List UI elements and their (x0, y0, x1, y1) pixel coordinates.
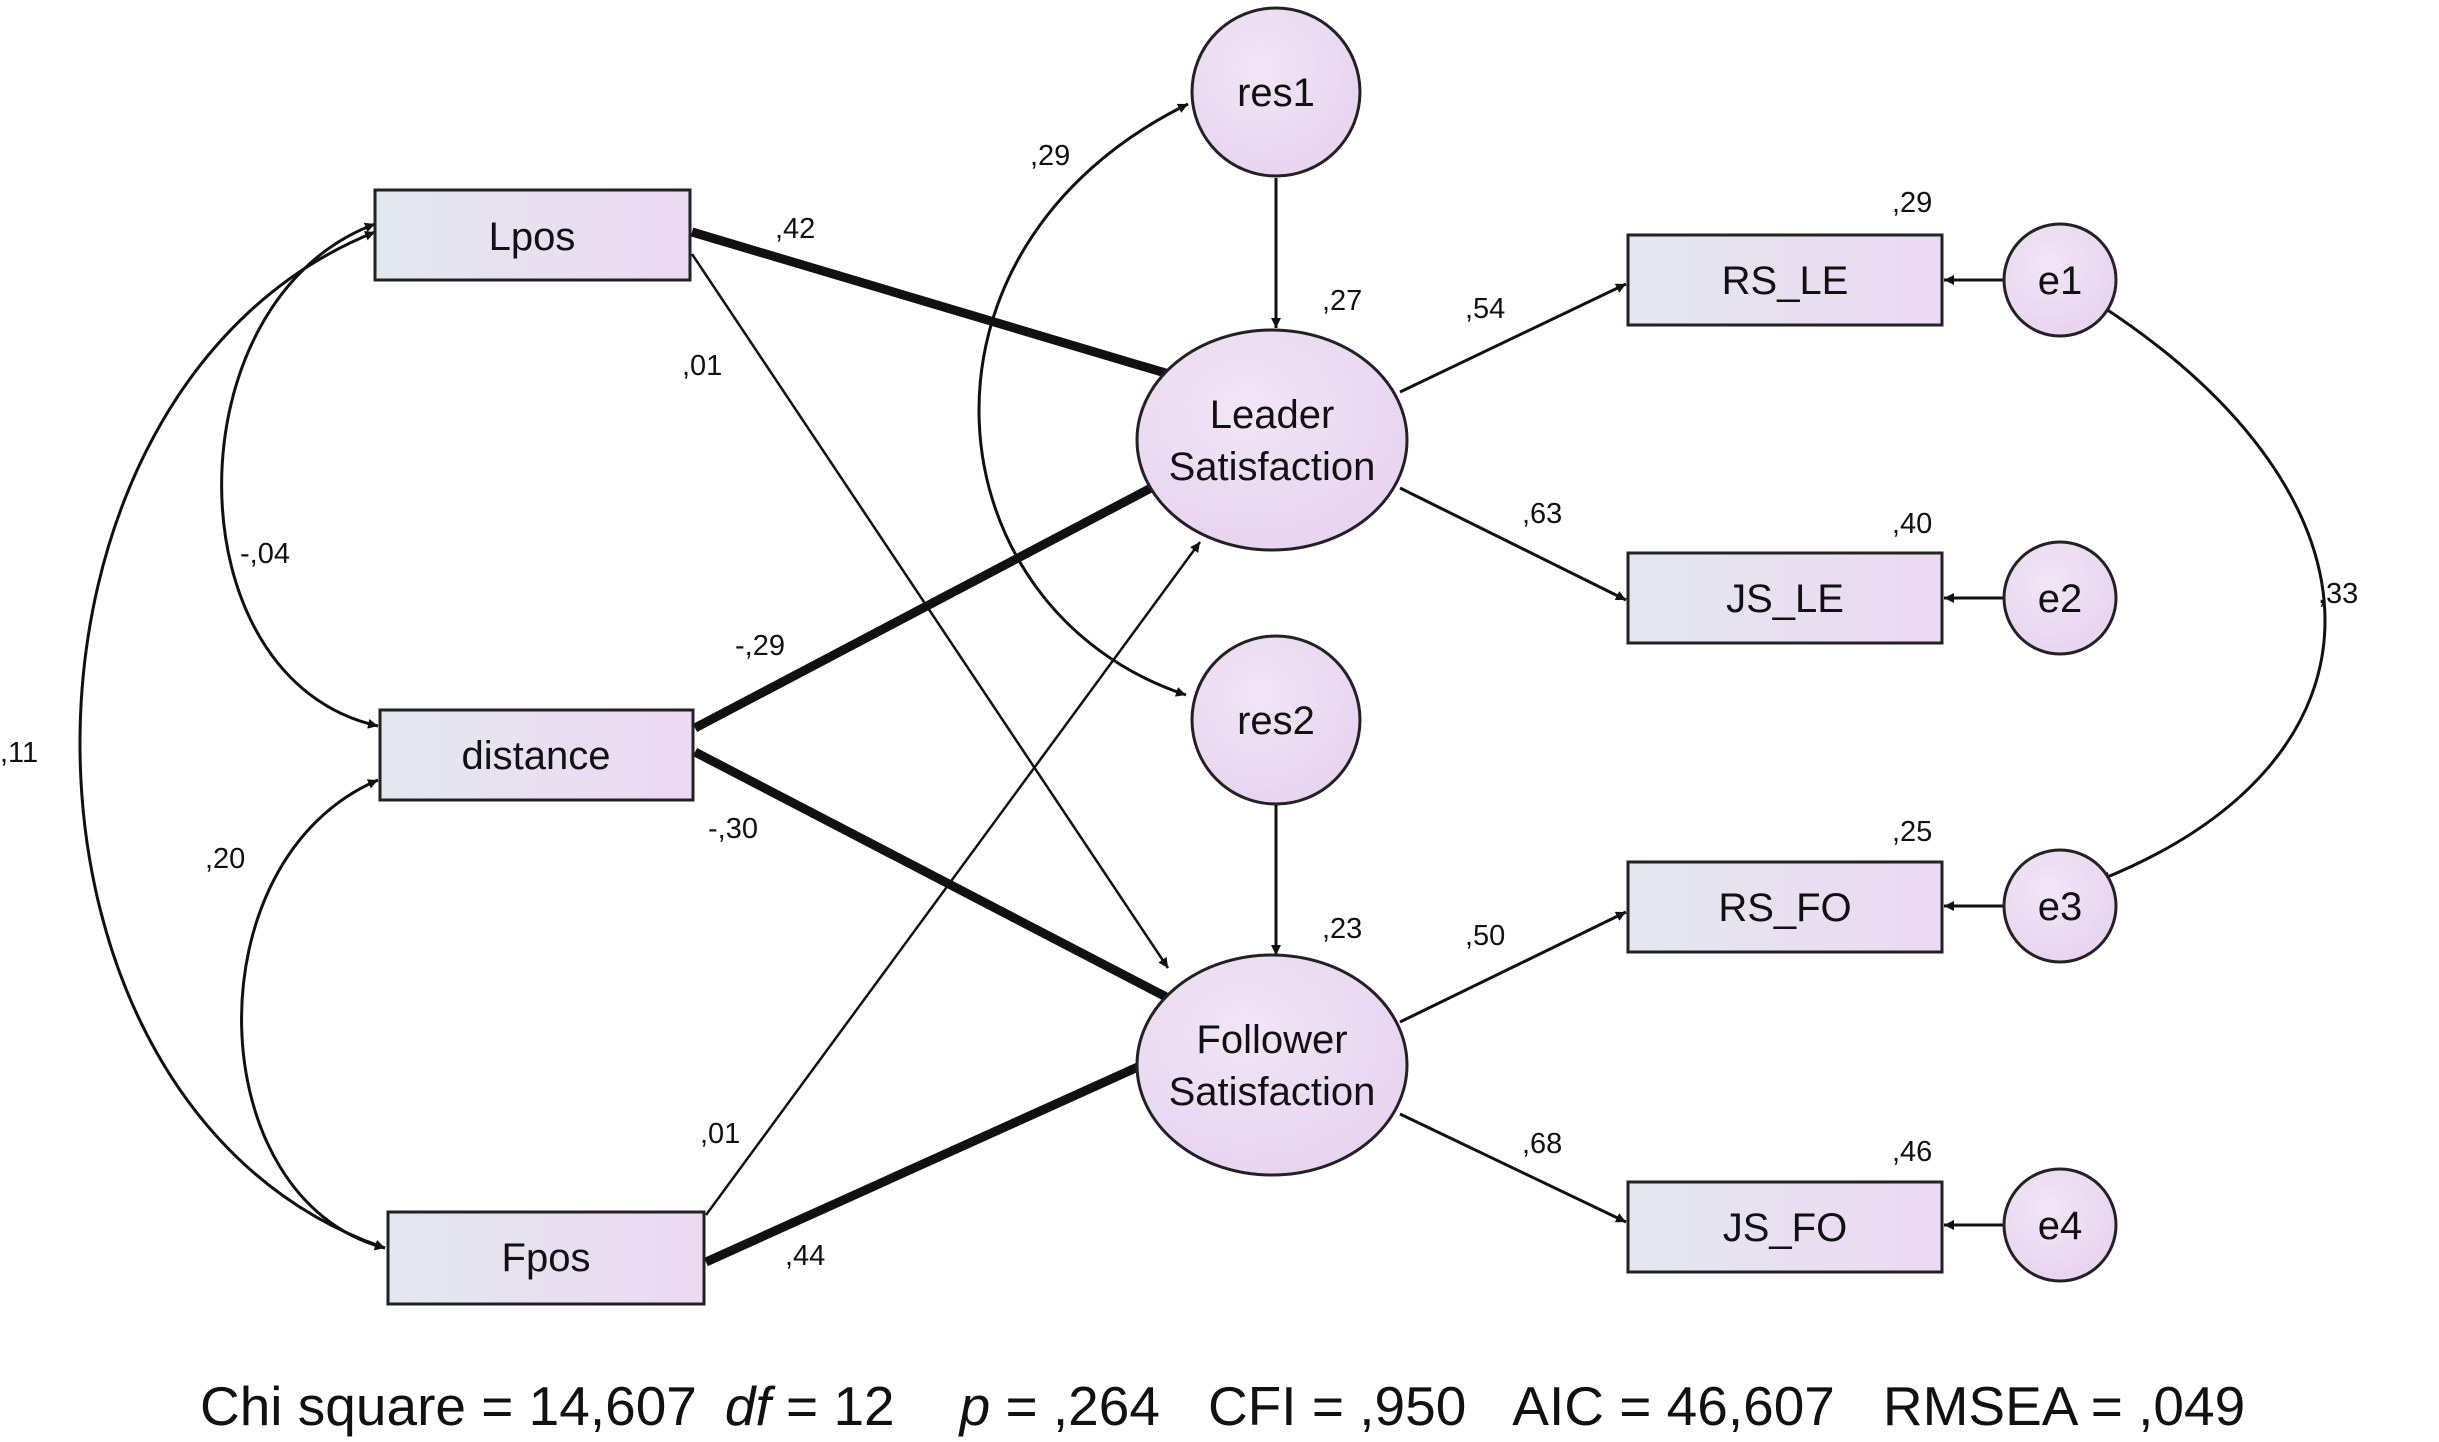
fit-p-value: = ,264 (990, 1375, 1160, 1437)
covariance-lpos-distance (220, 222, 379, 729)
coef-follower-jsfo: ,68 (1522, 1128, 1562, 1160)
coef-leader-rsle: ,54 (1465, 293, 1505, 325)
node-rs-fo-label: RS_FO (1718, 886, 1851, 930)
node-e4-label: e4 (2038, 1204, 2083, 1248)
fit-rmsea: RMSEA = ,049 (1883, 1375, 2245, 1437)
path-lpos-follower (690, 253, 1170, 969)
r2-rs-le: ,29 (1892, 187, 1932, 219)
node-e4: e4 (2002, 1167, 2118, 1283)
node-js-fo: JS_FO (1626, 1180, 1944, 1274)
coef-distance-fpos: ,20 (205, 843, 245, 875)
fit-p-symbol: p (958, 1375, 991, 1437)
node-rs-le: RS_LE (1626, 233, 1944, 327)
node-js-le: JS_LE (1626, 551, 1944, 645)
node-lpos: Lpos (373, 188, 692, 282)
coef-lpos-follower: ,01 (682, 350, 722, 382)
coef-leader-jsle: ,63 (1522, 498, 1562, 530)
path-distance-follower (692, 748, 1175, 1004)
covariance-e1-e3 (2099, 303, 2327, 882)
covariance-distance-fpos (240, 778, 386, 1251)
node-e1-label: e1 (2038, 259, 2083, 303)
node-res2-label: res2 (1237, 699, 1315, 743)
node-distance: distance (378, 708, 695, 802)
node-leader-satisfaction: Leader Satisfaction (1135, 328, 1409, 552)
node-lpos-label: Lpos (489, 215, 576, 259)
fit-chi-square: Chi square = 14,607 (200, 1375, 697, 1437)
coef-lpos-leader: ,42 (775, 213, 815, 245)
path-leader-jsle (1399, 486, 1627, 602)
fit-cfi: CFI = ,950 (1208, 1375, 1466, 1437)
path-leader-rsle (1399, 282, 1627, 394)
node-js-le-label: JS_LE (1726, 577, 1844, 621)
node-fpos-label: Fpos (502, 1236, 591, 1280)
node-res2: res2 (1190, 634, 1362, 806)
fit-df-symbol: df (725, 1375, 777, 1437)
path-fpos-follower (704, 1061, 1142, 1267)
coef-e1-e3: ,33 (2318, 578, 2358, 610)
coef-fpos-leader: ,01 (700, 1118, 740, 1150)
node-res1-label: res1 (1237, 71, 1315, 115)
follower-label-line2: Satisfaction (1169, 1070, 1376, 1114)
node-e2-label: e2 (2038, 577, 2083, 621)
fit-df-value: = 12 (771, 1375, 895, 1437)
path-follower-jsfo (1399, 1112, 1627, 1224)
follower-label-line1: Follower (1196, 1018, 1347, 1062)
node-rs-le-label: RS_LE (1722, 259, 1849, 303)
coef-lpos-distance: -,04 (240, 538, 290, 570)
r2-js-le: ,40 (1892, 508, 1932, 540)
coef-fpos-follower: ,44 (785, 1240, 825, 1272)
path-lpos-leader (690, 227, 1174, 380)
path-distance-leader (692, 474, 1173, 732)
node-rs-fo: RS_FO (1626, 860, 1944, 954)
leader-label-line1: Leader (1210, 393, 1335, 437)
leader-label-line2: Satisfaction (1169, 445, 1376, 489)
node-fpos: Fpos (386, 1210, 706, 1306)
r2-rs-fo: ,25 (1892, 816, 1932, 848)
covariance-lpos-fpos (78, 230, 386, 1250)
node-js-fo-label: JS_FO (1723, 1206, 1847, 1250)
r2-leader: ,27 (1322, 285, 1362, 317)
path-follower-rsfo (1399, 910, 1627, 1024)
node-e1: e1 (2002, 222, 2118, 338)
node-e2: e2 (2002, 540, 2118, 656)
coef-lpos-fpos: ,11 (0, 737, 38, 769)
r2-follower: ,23 (1322, 913, 1362, 945)
node-e3-label: e3 (2038, 885, 2083, 929)
coef-follower-rsfo: ,50 (1465, 920, 1505, 952)
coef-res1-res2: ,29 (1030, 140, 1070, 172)
r2-js-fo: ,46 (1892, 1136, 1932, 1168)
fit-aic: AIC = 46,607 (1512, 1375, 1835, 1437)
covariance-res1-res2 (977, 102, 1189, 697)
fit-statistics: Chi square = 14,607 df = 12 p = ,264 CFI = … (200, 1375, 2245, 1437)
coef-distance-leader: -,29 (735, 630, 785, 662)
node-res1: res1 (1190, 6, 1362, 178)
node-e3: e3 (2002, 848, 2118, 964)
node-follower-satisfaction: Follower Satisfaction (1135, 953, 1409, 1177)
path-fpos-leader (704, 541, 1202, 1216)
node-distance-label: distance (462, 734, 611, 778)
coef-distance-follower: -,30 (708, 813, 758, 845)
